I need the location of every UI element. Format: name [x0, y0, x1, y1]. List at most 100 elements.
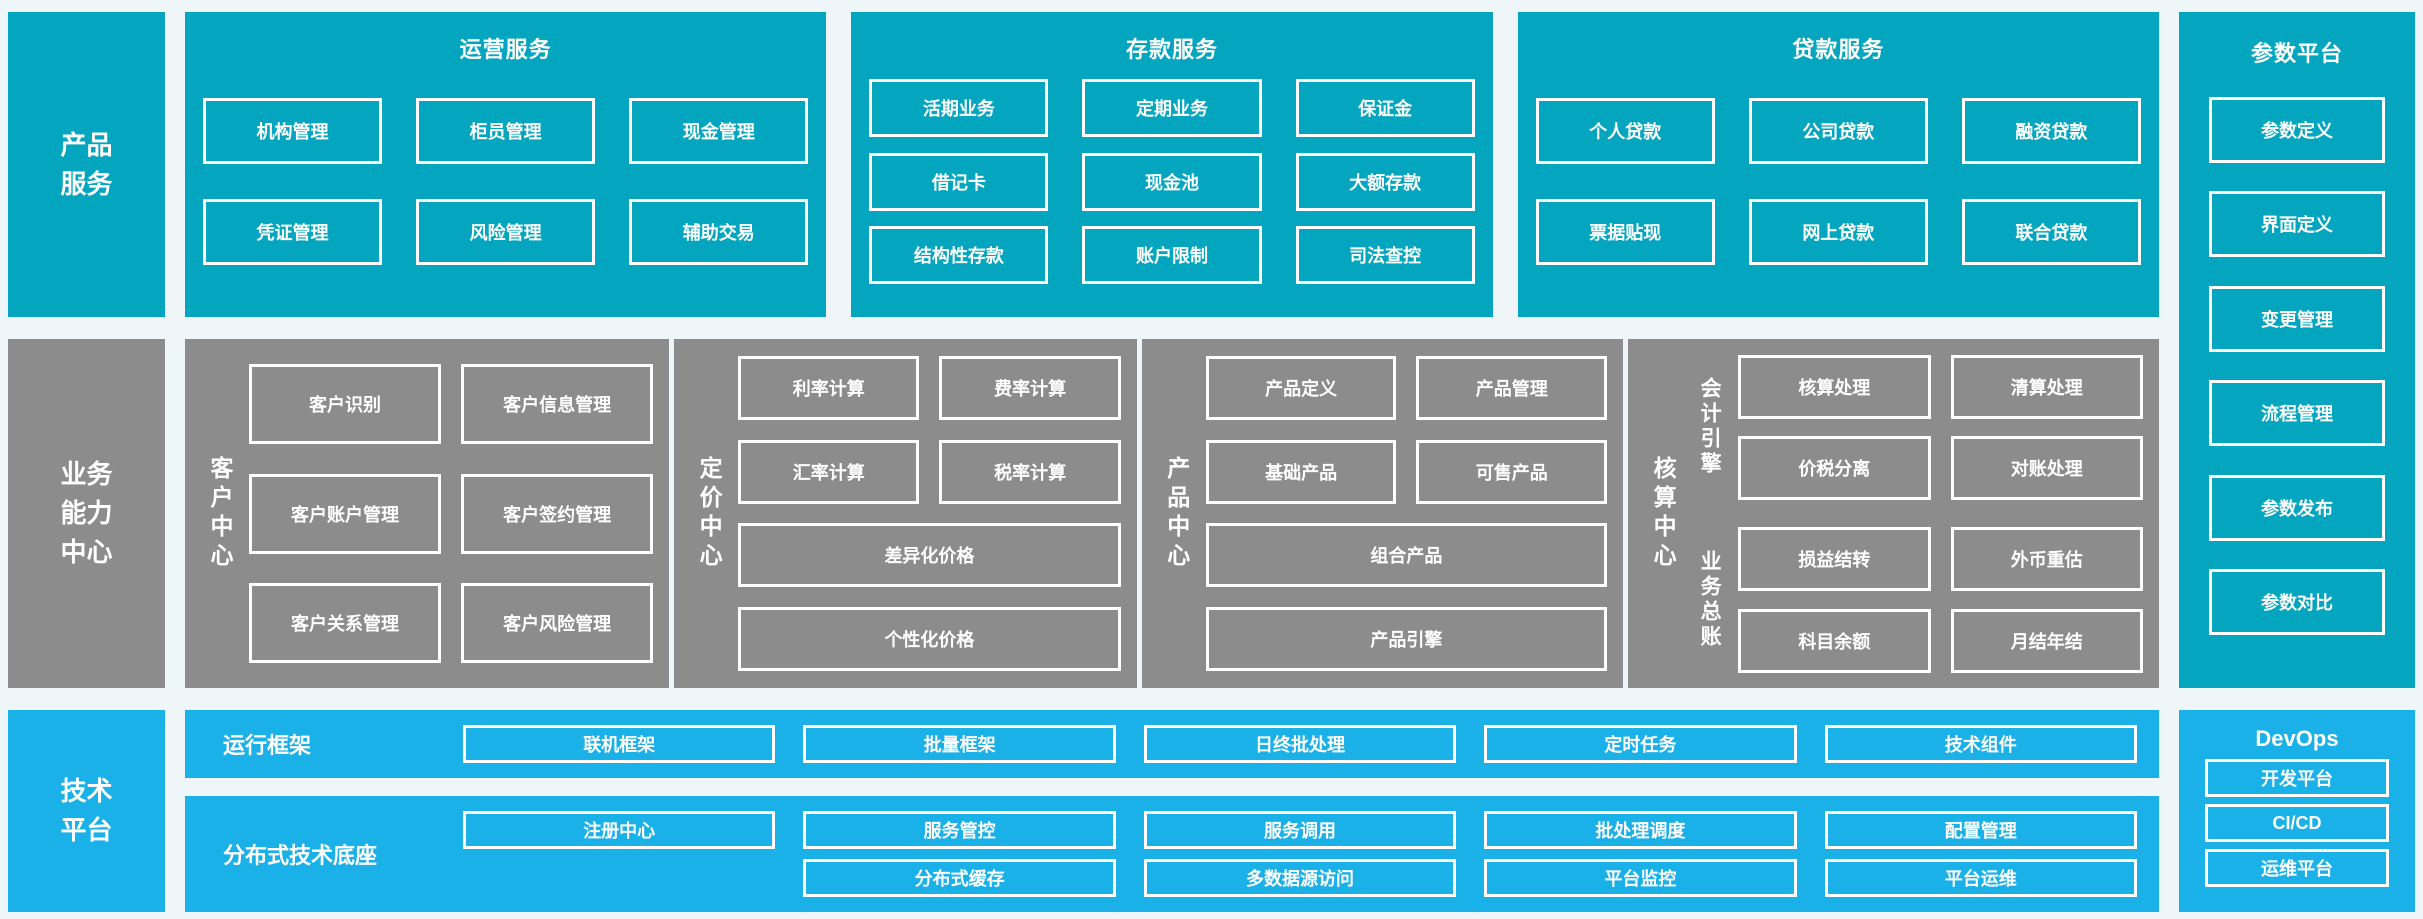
pricing-center-boxes: 利率计算 费率计算 汇率计算 税率计算 差异化价格 个性化价格	[738, 349, 1121, 678]
diagram-box: 清算处理	[1950, 354, 2144, 419]
diagram-box: 平台监控	[1484, 858, 1797, 897]
diagram-box: 产品管理	[1416, 355, 1608, 420]
operations-boxes: 机构管理 柜员管理 现金管理 凭证管理 风险管理 辅助交易	[203, 64, 809, 299]
diagram-box: 日终批处理	[1143, 725, 1457, 763]
rail-tech-platform-label: 技术 平台	[60, 776, 113, 845]
diagram-box: 注册中心	[463, 811, 776, 849]
tech-platform-rows: 运行框架 联机框架 批量框架 日终批处理 定时任务 技术组件 分布式技术底座 注…	[185, 710, 2159, 912]
diagram-box: 个性化价格	[738, 607, 1121, 672]
diagram-box: 界面定义	[2209, 191, 2385, 258]
block-title: 存款服务	[1125, 37, 1218, 62]
diagram-box: 分布式缓存	[803, 858, 1116, 897]
product-center-boxes: 产品定义 产品管理 基础产品 可售产品 组合产品 产品引擎	[1205, 349, 1608, 678]
diagram-box: 参数对比	[2209, 569, 2385, 636]
block-title: 贷款服务	[1792, 37, 1885, 62]
diagram-box: 定期业务	[1082, 79, 1262, 138]
customer-center-boxes: 客户识别 客户信息管理 客户账户管理 客户签约管理 客户关系管理 客户风险管理	[249, 349, 654, 678]
diagram-box: 多数据源访问	[1143, 858, 1457, 897]
diagram-box: 技术组件	[1824, 725, 2137, 763]
diagram-box: 大额存款	[1295, 152, 1475, 211]
diagram-box: 客户风险管理	[461, 582, 654, 663]
diagram-box: 联机框架	[463, 725, 776, 763]
diagram-box: 公司贷款	[1748, 98, 1928, 165]
block-devops: DevOps 开发平台 CI/CD 运维平台	[2179, 710, 2415, 912]
diagram-box: 融资贷款	[1961, 98, 2141, 165]
diagram-box: 客户关系管理	[249, 582, 442, 663]
diagram-box: 联合贷款	[1961, 198, 2141, 265]
bar-label: 分布式技术底座	[223, 843, 378, 868]
section-label: 定价中心	[696, 455, 723, 572]
diagram-box: 基础产品	[1205, 439, 1397, 504]
section-customer-center: 客户中心 客户识别 客户信息管理 客户账户管理 客户签约管理 客户关系管理 客户…	[185, 339, 670, 688]
diagram-box: 利率计算	[738, 355, 920, 420]
diagram-box: 可售产品	[1416, 439, 1608, 504]
diagram-box: 费率计算	[939, 355, 1121, 420]
diagram-box: 价税分离	[1738, 436, 1931, 500]
diagram-box: 结构性存款	[869, 225, 1049, 284]
diagram-box: 个人贷款	[1535, 98, 1715, 165]
diagram-box: 服务管控	[803, 811, 1116, 850]
block-deposit-services: 存款服务 活期业务 定期业务 保证金 借记卡 现金池 大额存款 结构性存款 账户…	[851, 12, 1493, 317]
diagram-box: 对账处理	[1950, 436, 2144, 500]
business-capability-row: 客户中心 客户识别 客户信息管理 客户账户管理 客户签约管理 客户关系管理 客户…	[185, 339, 2160, 688]
diagram-box: 客户签约管理	[461, 473, 654, 554]
block-title: 运营服务	[459, 37, 552, 62]
bar-label: 运行框架	[223, 733, 312, 758]
parameter-boxes: 参数定义 界面定义 变更管理 流程管理 参数发布 参数对比	[2209, 68, 2385, 664]
diagram-box: 批处理调度	[1484, 811, 1797, 850]
deposit-boxes: 活期业务 定期业务 保证金 借记卡 现金池 大额存款 结构性存款 账户限制 司法…	[869, 64, 1475, 299]
product-services-row: 运营服务 机构管理 柜员管理 现金管理 凭证管理 风险管理 辅助交易 存款服务 …	[185, 12, 2159, 317]
diagram-box: 客户识别	[249, 364, 442, 445]
diagram-box: 运维平台	[2205, 849, 2389, 887]
diagram-box: CI/CD	[2205, 804, 2389, 842]
diagram-box: 凭证管理	[203, 198, 383, 265]
business-ledger-group: 业务总账 损益结转 外币重估 科目余额 月结年结	[1692, 522, 2144, 679]
accounting-engine-group: 会计引擎 核算处理 清算处理 价税分离 对账处理	[1692, 349, 2144, 506]
diagram-box: 客户账户管理	[249, 473, 442, 554]
diagram-box: 变更管理	[2209, 285, 2385, 352]
business-ledger-boxes: 损益结转 外币重估 科目余额 月结年结	[1738, 522, 2144, 679]
diagram-box: 现金管理	[629, 98, 809, 165]
diagram-box: 风险管理	[416, 198, 596, 265]
diagram-box: 批量框架	[803, 725, 1116, 763]
loan-boxes: 个人贷款 公司贷款 融资贷款 票据贴现 网上贷款 联合贷款	[1535, 64, 2141, 299]
diagram-box: 票据贴现	[1535, 198, 1715, 265]
bar-runtime-framework: 运行框架 联机框架 批量框架 日终批处理 定时任务 技术组件	[185, 710, 2159, 778]
diagram-box: 损益结转	[1738, 527, 1931, 591]
diagram-box: 现金池	[1082, 152, 1262, 211]
diagram-box: 参数定义	[2209, 96, 2385, 163]
diagram-box: 差异化价格	[738, 523, 1121, 588]
rail-product-services-label: 产品 服务	[60, 129, 113, 199]
diagram-box: 网上贷款	[1748, 198, 1928, 265]
diagram-box: 产品引擎	[1205, 607, 1608, 672]
section-pricing-center: 定价中心 利率计算 费率计算 汇率计算 税率计算 差异化价格 个性化价格	[674, 339, 1137, 688]
diagram-box: 定时任务	[1484, 725, 1797, 763]
diagram-box: 借记卡	[869, 152, 1049, 211]
section-label: 产品中心	[1163, 455, 1190, 572]
block-operations-services: 运营服务 机构管理 柜员管理 现金管理 凭证管理 风险管理 辅助交易	[185, 12, 827, 317]
accounting-center-body: 会计引擎 核算处理 清算处理 价税分离 对账处理 业务总账 损益结转 外币重估 …	[1692, 349, 2144, 679]
diagram-box: 核算处理	[1738, 354, 1931, 419]
section-product-center: 产品中心 产品定义 产品管理 基础产品 可售产品 组合产品 产品引擎	[1141, 339, 1624, 688]
rail-tech-platform: 技术 平台	[8, 710, 165, 912]
diagram-box: 账户限制	[1082, 225, 1262, 284]
diagram-box: 服务调用	[1143, 811, 1457, 850]
block-title: DevOps	[2255, 726, 2339, 751]
diagram-box: 司法查控	[1295, 225, 1475, 284]
section-accounting-center: 核算中心 会计引擎 核算处理 清算处理 价税分离 对账处理 业务总账 损益结转 …	[1628, 339, 2160, 688]
section-label: 核算中心	[1650, 455, 1677, 572]
diagram-box: 柜员管理	[416, 98, 596, 165]
rail-product-services: 产品 服务	[8, 12, 165, 317]
bar-distributed-tech-base: 分布式技术底座 注册中心 服务管控 服务调用 批处理调度 配置管理 分布式缓存 …	[185, 796, 2159, 912]
diagram-box: 开发平台	[2205, 759, 2389, 797]
rail-business-capability-label: 业务 能力 中心	[60, 459, 113, 567]
diagram-box: 保证金	[1295, 79, 1475, 138]
diagram-box: 外币重估	[1950, 527, 2144, 591]
diagram-box: 机构管理	[203, 98, 383, 165]
accounting-engine-boxes: 核算处理 清算处理 价税分离 对账处理	[1738, 349, 2144, 506]
diagram-box: 参数发布	[2209, 474, 2385, 541]
diagram-box: 月结年结	[1950, 608, 2144, 673]
rail-business-capability-center: 业务 能力 中心	[8, 339, 165, 688]
diagram-box: 活期业务	[869, 79, 1049, 138]
